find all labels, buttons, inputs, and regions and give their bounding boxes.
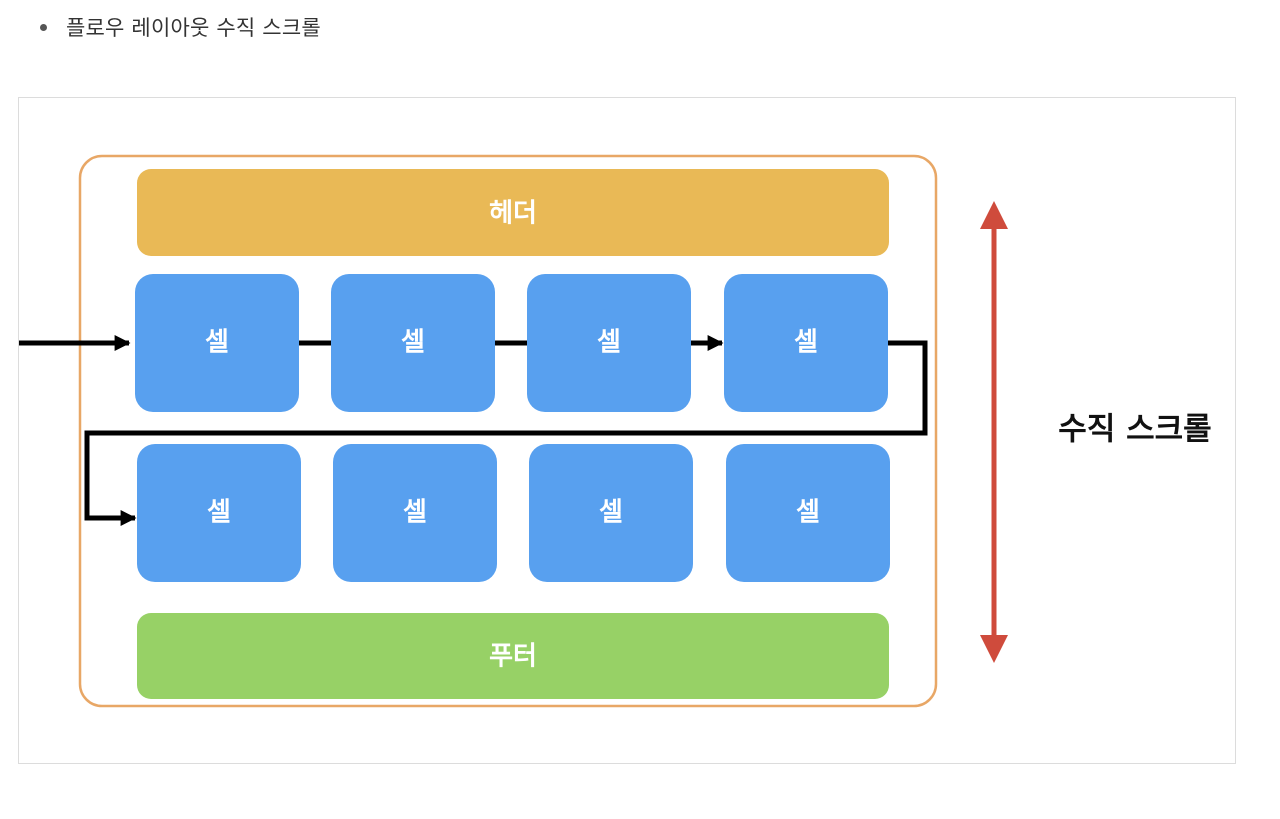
cell-label: 셀 (207, 498, 231, 528)
cell-label: 셀 (796, 498, 820, 528)
footer-box (137, 613, 889, 699)
cell-label: 셀 (794, 328, 818, 358)
cell-box (724, 274, 888, 412)
cell-box (137, 444, 301, 582)
vertical-scroll-label: 수직 스크롤 (1058, 412, 1211, 448)
cell-label: 셀 (599, 498, 623, 528)
cell-box (331, 274, 495, 412)
header-label: 헤더 (489, 199, 537, 229)
bullet-dot-icon (40, 23, 47, 31)
flow-layout-diagram: 헤더 셀 셀 셀 셀 셀 셀 셀 (18, 97, 1236, 764)
bullet-list-item: 플로우 레이아웃 수직 스크롤 (40, 10, 321, 44)
cell-row-1: 셀 셀 셀 셀 (135, 274, 888, 412)
cell-box (529, 444, 693, 582)
cell-box (135, 274, 299, 412)
cell-label: 셀 (205, 328, 229, 358)
cell-row-2: 셀 셀 셀 셀 (137, 444, 890, 582)
vertical-scroll-arrow-icon (980, 201, 1008, 663)
flow-path (19, 334, 928, 527)
flow-wrap-line (84, 340, 928, 527)
cell-box (333, 444, 497, 582)
diagram-canvas: 헤더 셀 셀 셀 셀 셀 셀 셀 (19, 154, 1212, 708)
footer-label: 푸터 (489, 642, 537, 672)
cell-box (726, 444, 890, 582)
header-box (137, 169, 889, 256)
bullet-text: 플로우 레이아웃 수직 스크롤 (66, 16, 321, 40)
cell-label: 셀 (403, 498, 427, 528)
cell-label: 셀 (401, 328, 425, 358)
cell-label: 셀 (597, 328, 621, 358)
cell-box (527, 274, 691, 412)
